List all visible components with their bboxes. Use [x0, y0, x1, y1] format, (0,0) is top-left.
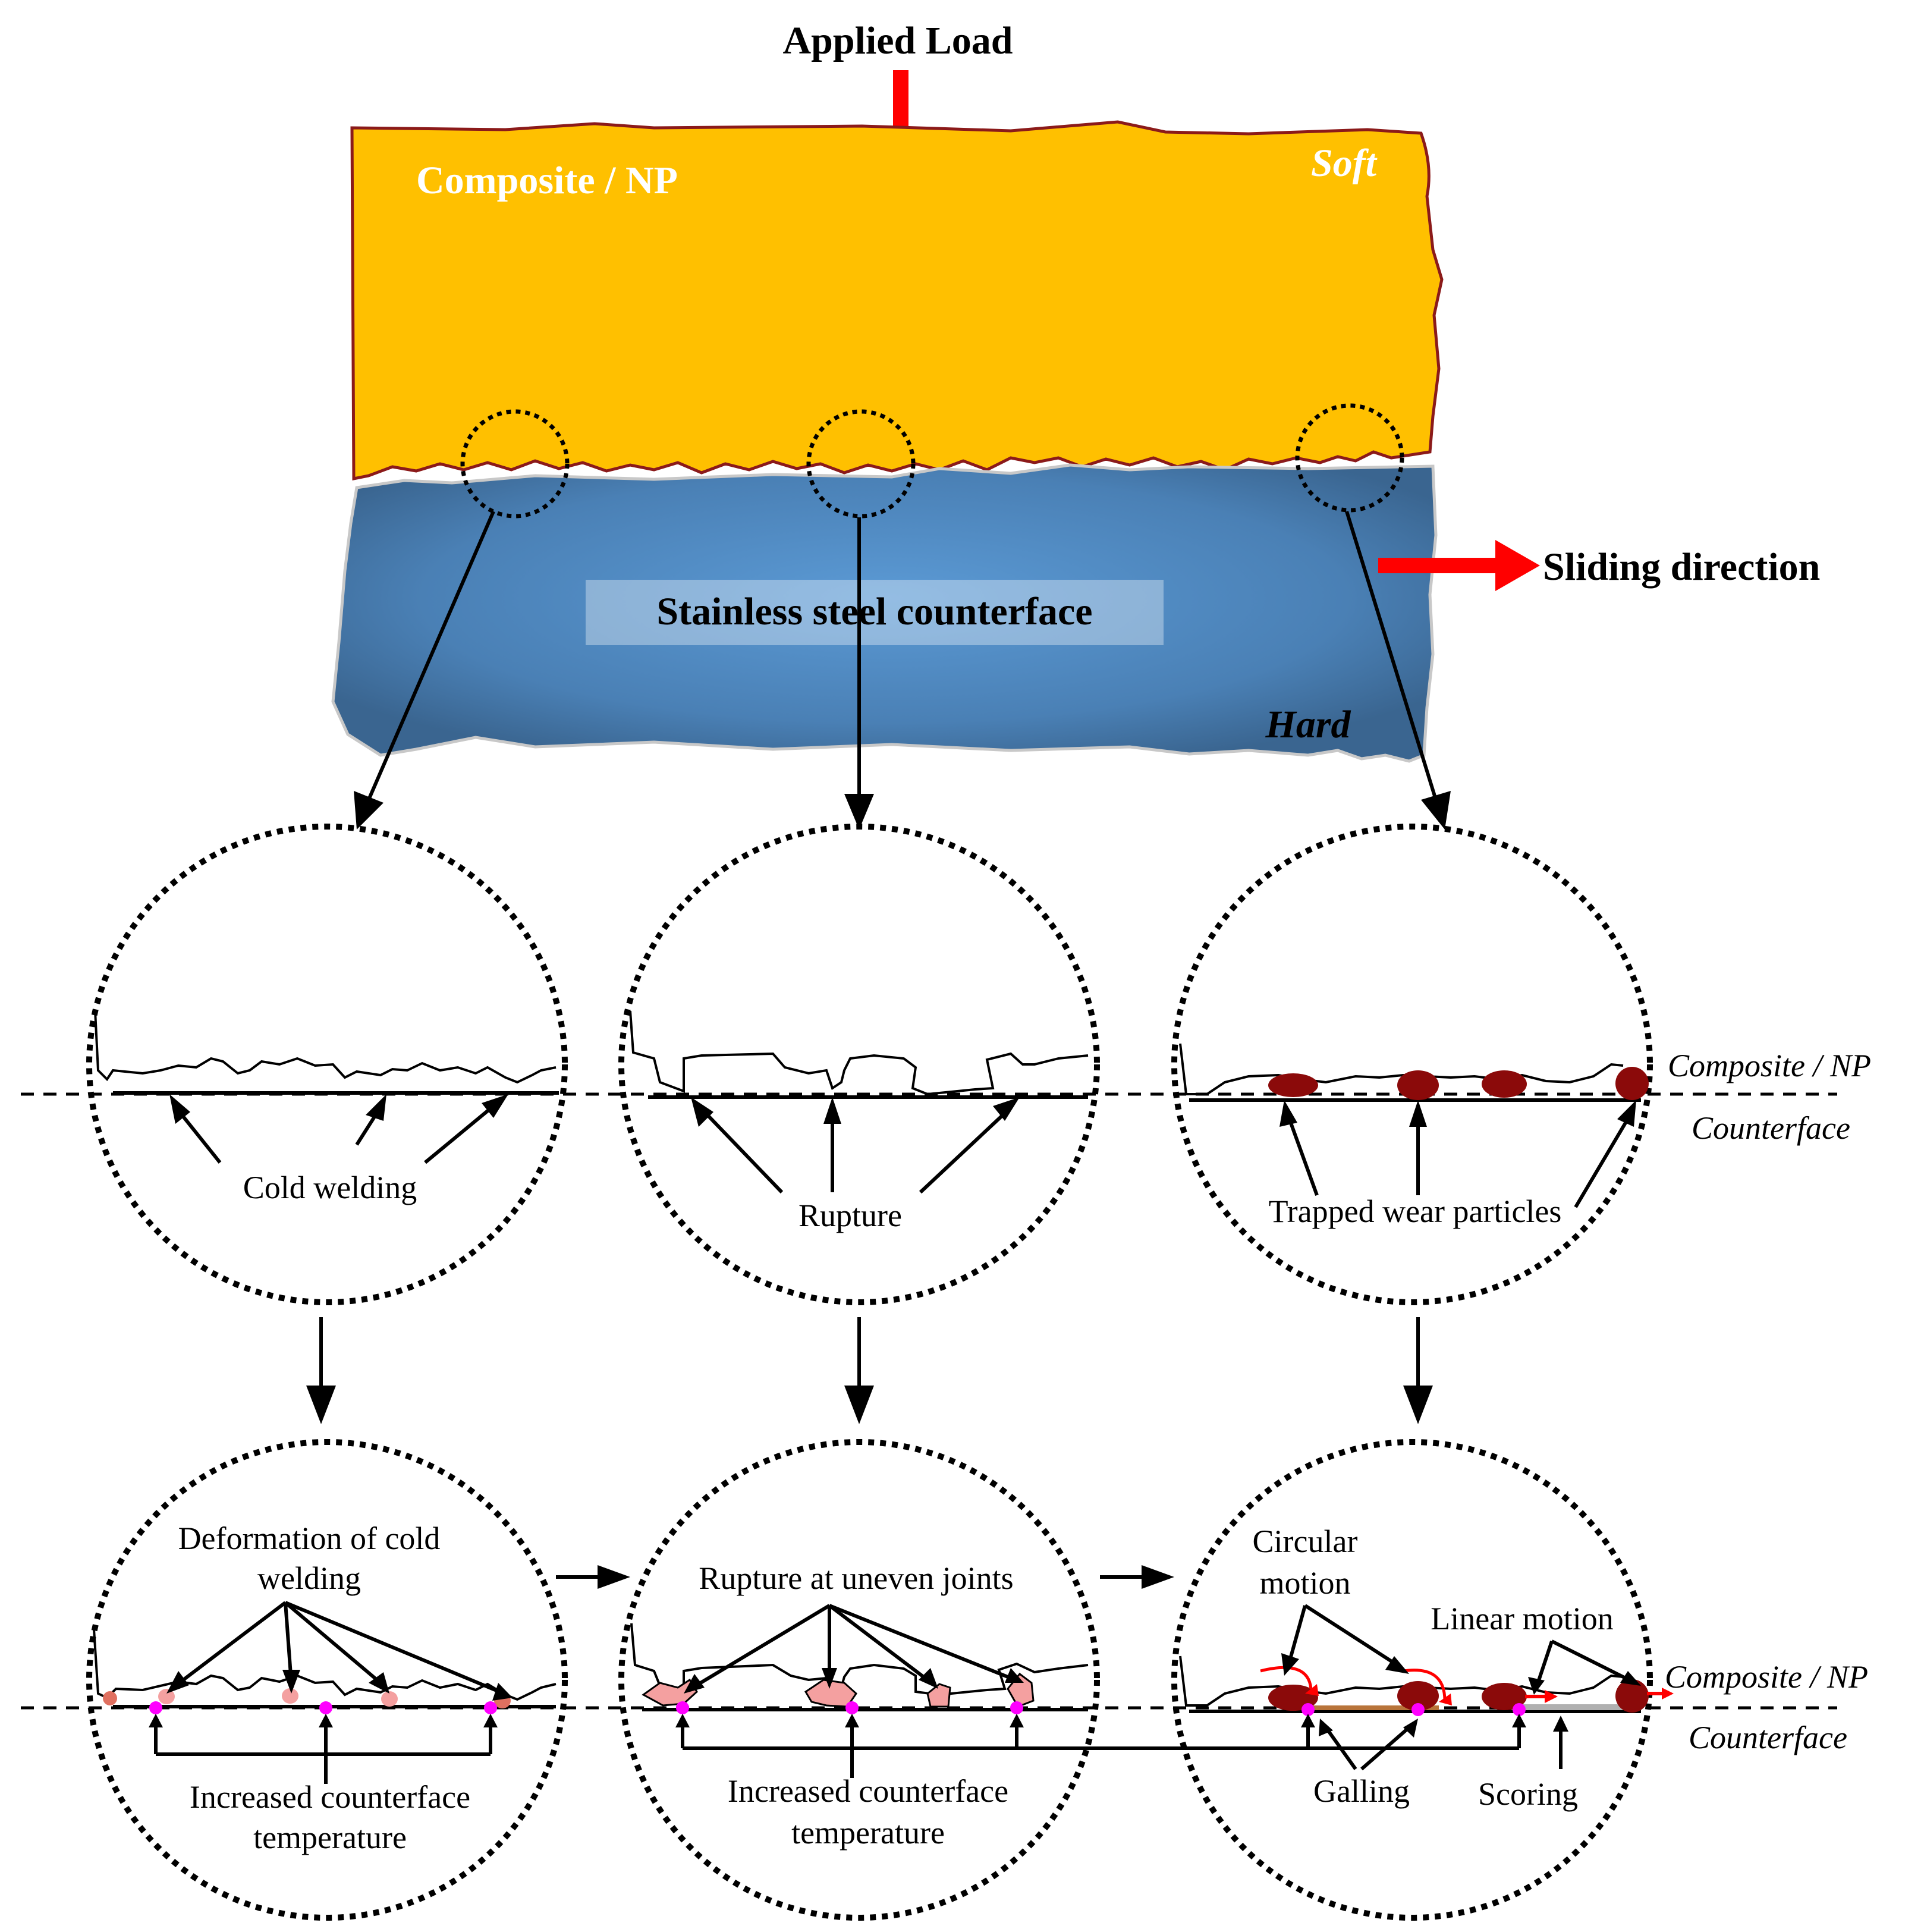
weld-spot: [158, 1689, 175, 1704]
heat-point: [149, 1701, 162, 1714]
zoom-marker-center: [806, 409, 916, 519]
stage2-rupture-joints: Rupture at uneven joints Increased count…: [618, 1439, 1519, 1921]
stage1-cold-welding: Cold welding: [86, 824, 568, 1305]
heat-point: [1010, 1701, 1023, 1714]
scoring-streak: [1522, 1704, 1641, 1710]
applied-load-label: Applied Load: [783, 19, 1013, 62]
galling-streak: [1302, 1705, 1439, 1710]
hard-label: Hard: [1265, 703, 1351, 746]
zoom-arrow-left: [354, 510, 495, 830]
deformation-label-line2: welding: [257, 1560, 361, 1596]
wear-particle: [1482, 1070, 1527, 1098]
circular-motion-label-line1: Circular: [1253, 1523, 1358, 1559]
progress-arrow-1: [556, 1565, 630, 1589]
temperature-label-1-line2: temperature: [253, 1820, 407, 1855]
zoom-arrow-center: [844, 517, 874, 830]
composite-label: Composite / NP: [416, 159, 678, 202]
wear-particle: [1397, 1681, 1439, 1711]
zoom-marker-right: [1295, 403, 1404, 513]
stage-arrow-left: [306, 1317, 336, 1424]
heat-point: [319, 1701, 332, 1714]
circular-motion-arrow: [1403, 1669, 1447, 1701]
wear-particle: [1615, 1067, 1649, 1100]
heat-point: [676, 1701, 689, 1714]
stage-arrow-right: [1403, 1317, 1433, 1424]
zoom-arrow-right: [1345, 511, 1451, 830]
steel-label-box: [586, 580, 1164, 645]
wear-particle: [1268, 1073, 1318, 1097]
stage2-deformation: Deformation of cold welding Increased co…: [86, 1439, 568, 1921]
trapped-particles-label: Trapped wear particles: [1269, 1193, 1562, 1229]
stage-arrow-center: [844, 1317, 874, 1424]
stage2-galling-scoring: Circular motion Linear motion Galling: [1171, 1439, 1674, 1921]
sliding-arrow: [1378, 540, 1540, 591]
soft-label: Soft: [1311, 142, 1378, 185]
rupture-joints-label: Rupture at uneven joints: [699, 1560, 1013, 1596]
interface-upper-label-1: Composite / NP: [1668, 1048, 1871, 1083]
scoring-label: Scoring: [1478, 1776, 1578, 1812]
zoom-marker-left: [460, 409, 570, 519]
sliding-direction-label: Sliding direction: [1543, 545, 1820, 589]
steel-block: [331, 463, 1438, 763]
heat-point: [845, 1701, 859, 1714]
temperature-label-2-line1: Increased counterface: [728, 1773, 1008, 1809]
temperature-label-2-line2: temperature: [791, 1815, 945, 1851]
linear-motion-label: Linear motion: [1431, 1601, 1613, 1636]
weld-spot: [103, 1691, 117, 1705]
heat-point: [484, 1701, 497, 1714]
heat-point: [1513, 1703, 1526, 1716]
interface-lower-label-2: Counterface: [1689, 1720, 1847, 1755]
steel-label: Stainless steel counterface: [656, 590, 1092, 633]
cold-welding-label: Cold welding: [243, 1170, 417, 1205]
rupture-label: Rupture: [798, 1198, 902, 1233]
rupture-fragment: [926, 1683, 951, 1708]
interface-lower-label-1: Counterface: [1692, 1110, 1850, 1146]
progress-arrow-2: [1100, 1565, 1174, 1589]
temperature-label-1-line1: Increased counterface: [190, 1779, 470, 1815]
interface-upper-label-2: Composite / NP: [1665, 1659, 1868, 1695]
heat-point: [1301, 1703, 1315, 1716]
weld-spot: [282, 1688, 298, 1704]
stage1-rupture: Rupture: [618, 824, 1100, 1305]
wear-particle: [1397, 1070, 1439, 1100]
circular-motion-label-line2: motion: [1259, 1565, 1350, 1601]
deformation-label-line1: Deformation of cold: [178, 1521, 441, 1556]
galling-label: Galling: [1313, 1773, 1410, 1809]
stage1-trapped-particles: Trapped wear particles: [1171, 824, 1653, 1305]
wear-particle: [1482, 1683, 1527, 1710]
rupture-fragment: [642, 1678, 698, 1707]
heat-point: [1411, 1703, 1425, 1716]
circular-motion-arrow: [1260, 1666, 1313, 1689]
weld-spot: [381, 1691, 398, 1707]
wear-particle: [1615, 1679, 1649, 1713]
